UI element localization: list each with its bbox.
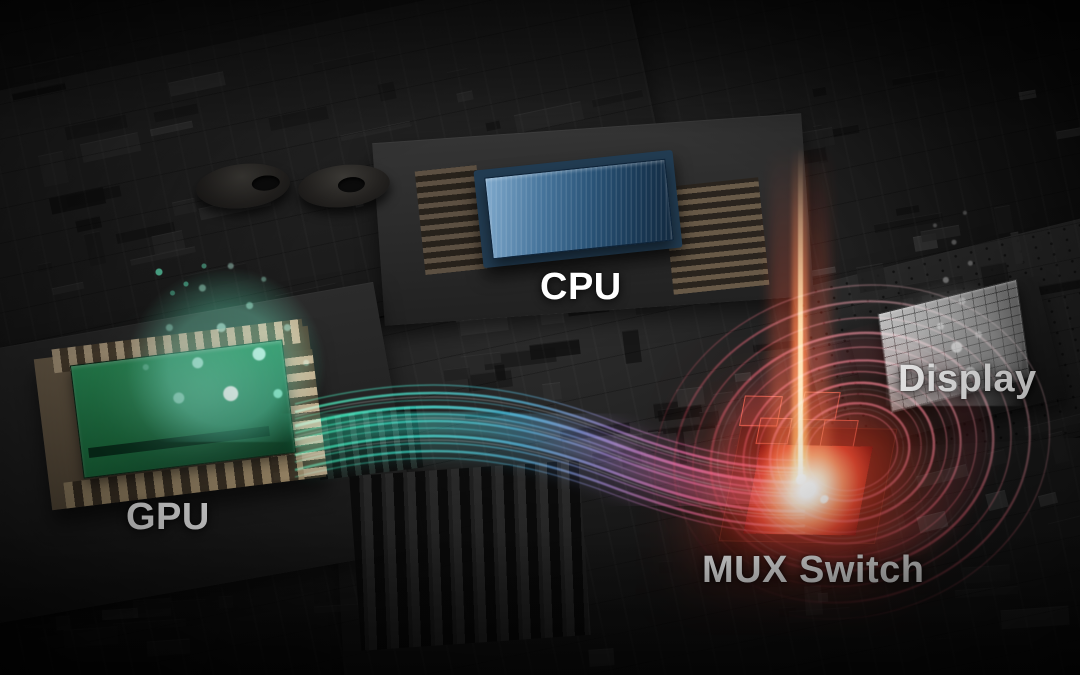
display-label: Display [898,358,1037,400]
gpu-label: GPU [126,496,210,538]
cpu-label: CPU [540,266,622,308]
mux-switch-label: MUX Switch [702,549,925,591]
